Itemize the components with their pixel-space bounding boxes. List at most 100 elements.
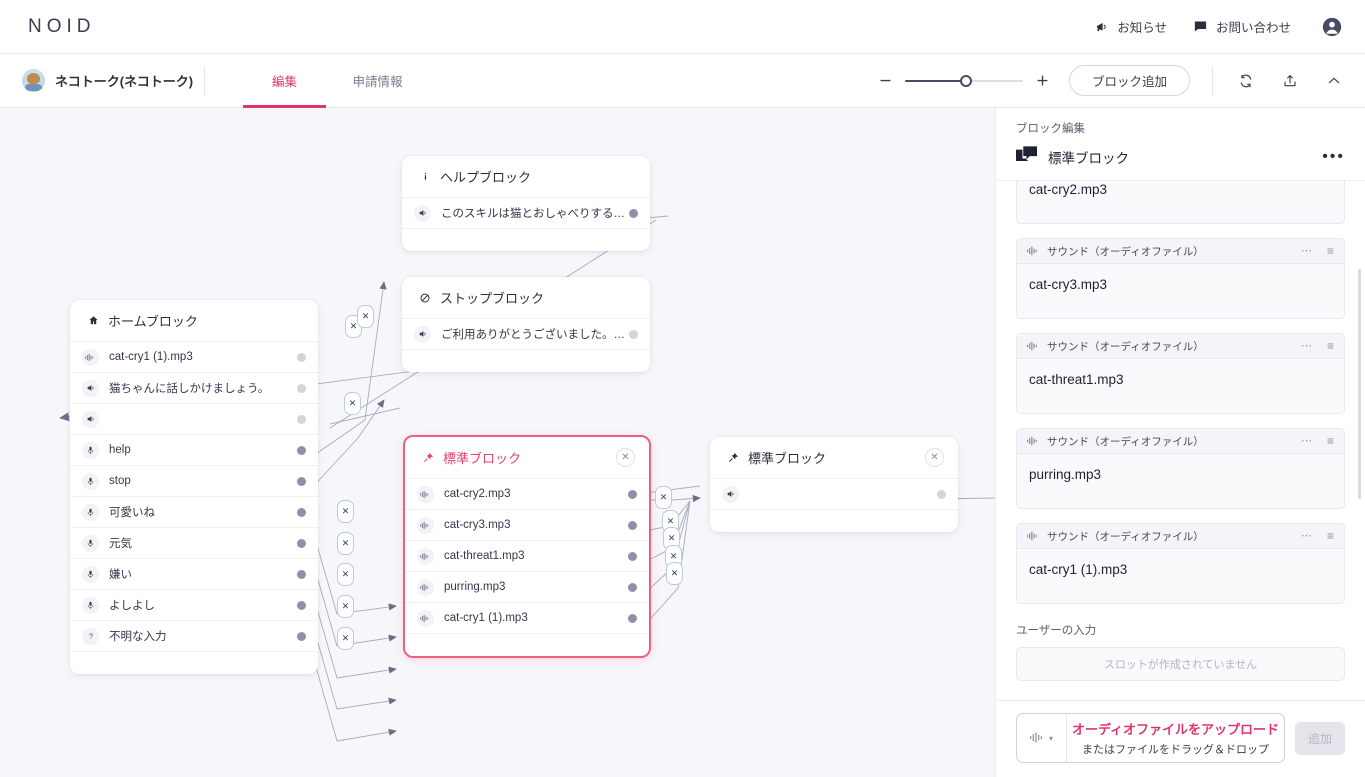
- edge-delete-button[interactable]: ✕: [655, 486, 672, 509]
- audio-dropzone[interactable]: ▾ オーディオファイルをアップロード またはファイルをドラッグ＆ドロップ: [1016, 713, 1285, 763]
- edge-delete-button[interactable]: ✕: [337, 595, 354, 618]
- collapse-chevron-up-icon[interactable]: [1323, 70, 1345, 92]
- node-row[interactable]: cat-cry3.mp3: [405, 510, 649, 541]
- node-row[interactable]: cat-threat1.mp3: [405, 541, 649, 572]
- property-card[interactable]: サウンド（オーディオファイル）⋯≡cat-cry1 (1).mp3: [1016, 523, 1345, 604]
- flow-node-stop[interactable]: ストップブロックご利用ありがとうございました。ま…: [402, 277, 650, 372]
- node-row-port[interactable]: [628, 613, 637, 623]
- node-row[interactable]: cat-cry2.mp3: [405, 479, 649, 510]
- node-row-port[interactable]: [297, 476, 306, 486]
- zoom-slider[interactable]: [904, 72, 1023, 89]
- node-row[interactable]: stop: [70, 466, 318, 497]
- property-value[interactable]: cat-threat1.mp3: [1017, 359, 1344, 413]
- edge-delete-button[interactable]: ✕: [357, 305, 374, 328]
- zoom-slider-knob[interactable]: [959, 74, 972, 87]
- node-header[interactable]: 標準ブロック✕: [710, 437, 958, 479]
- node-row[interactable]: 嫌い: [70, 559, 318, 590]
- node-row[interactable]: ご利用ありがとうございました。ま…: [402, 319, 650, 350]
- zoom-in-button[interactable]: [1034, 72, 1051, 89]
- node-row[interactable]: 元気: [70, 528, 318, 559]
- node-row-port[interactable]: [297, 352, 306, 362]
- export-icon[interactable]: [1279, 70, 1301, 92]
- panel-more-button[interactable]: •••: [1322, 148, 1345, 165]
- node-header[interactable]: ホームブロック: [70, 300, 318, 342]
- account-circle-icon[interactable]: [1321, 16, 1343, 38]
- node-close-icon[interactable]: ✕: [616, 448, 635, 467]
- flow-node-std-right[interactable]: 標準ブロック✕: [710, 437, 958, 532]
- node-row-port[interactable]: [297, 507, 306, 517]
- refresh-icon[interactable]: [1235, 70, 1257, 92]
- panel-body[interactable]: サウンド（オーディオファイル）⋯≡cat-cry2.mp3サウンド（オーディオフ…: [996, 181, 1365, 700]
- node-row[interactable]: cat-cry1 (1).mp3: [70, 342, 318, 373]
- property-value[interactable]: cat-cry1 (1).mp3: [1017, 549, 1344, 603]
- panel-scrollbar[interactable]: [1358, 269, 1361, 499]
- zoom-out-button[interactable]: [877, 72, 894, 89]
- contact-link[interactable]: お問い合わせ: [1193, 17, 1291, 36]
- node-row[interactable]: [710, 479, 958, 510]
- add-block-button[interactable]: ブロック追加: [1068, 65, 1190, 96]
- node-row-port[interactable]: [297, 569, 306, 579]
- dropzone-type-selector[interactable]: ▾: [1017, 714, 1067, 762]
- edge-delete-button[interactable]: ✕: [337, 627, 354, 650]
- property-value[interactable]: cat-cry2.mp3: [1017, 181, 1344, 223]
- node-header[interactable]: ヘルプブロック: [402, 156, 650, 198]
- node-row[interactable]: purring.mp3: [405, 572, 649, 603]
- property-drag-handle-icon[interactable]: ≡: [1326, 244, 1334, 258]
- node-row-port[interactable]: [628, 551, 637, 561]
- node-header[interactable]: ストップブロック: [402, 277, 650, 319]
- property-card[interactable]: サウンド（オーディオファイル）⋯≡cat-cry3.mp3: [1016, 238, 1345, 319]
- edge-delete-button[interactable]: ✕: [666, 562, 683, 585]
- edge-delete-button[interactable]: ✕: [344, 392, 361, 415]
- node-row-label: 可愛いね: [109, 507, 155, 519]
- property-drag-handle-icon[interactable]: ≡: [1326, 529, 1334, 543]
- flow-node-help[interactable]: ヘルプブロックこのスキルは猫とおしゃべりするこ…: [402, 156, 650, 251]
- property-value[interactable]: purring.mp3: [1017, 454, 1344, 508]
- tab-submission-info[interactable]: 申請情報: [352, 75, 403, 89]
- node-row[interactable]: cat-cry1 (1).mp3: [405, 603, 649, 634]
- node-row-port[interactable]: [297, 383, 306, 393]
- node-close-icon[interactable]: ✕: [925, 448, 944, 467]
- edge-delete-button[interactable]: ✕: [337, 532, 354, 555]
- property-more-icon[interactable]: ⋯: [1300, 245, 1313, 257]
- node-row-port[interactable]: [629, 208, 638, 218]
- property-more-icon[interactable]: ⋯: [1300, 530, 1313, 542]
- property-drag-handle-icon[interactable]: ≡: [1326, 434, 1334, 448]
- property-value[interactable]: cat-cry3.mp3: [1017, 264, 1344, 318]
- node-row[interactable]: よしよし: [70, 590, 318, 621]
- property-card[interactable]: サウンド（オーディオファイル）⋯≡cat-threat1.mp3: [1016, 333, 1345, 414]
- property-more-icon[interactable]: ⋯: [1300, 340, 1313, 352]
- node-row-port[interactable]: [628, 582, 637, 592]
- node-row[interactable]: 猫ちゃんに話しかけましょう。: [70, 373, 318, 404]
- node-row-port[interactable]: [937, 489, 946, 499]
- node-row[interactable]: 可愛いね: [70, 497, 318, 528]
- property-card[interactable]: サウンド（オーディオファイル）⋯≡purring.mp3: [1016, 428, 1345, 509]
- node-row[interactable]: help: [70, 435, 318, 466]
- edge-delete-button[interactable]: ✕: [337, 563, 354, 586]
- edge-delete-button[interactable]: ✕: [337, 500, 354, 523]
- node-row-port[interactable]: [628, 489, 637, 499]
- node-row-port[interactable]: [297, 414, 306, 424]
- node-header[interactable]: 標準ブロック✕: [405, 437, 649, 479]
- add-audio-button[interactable]: 追加: [1295, 721, 1345, 755]
- dropzone-subtitle: またはファイルをドラッグ＆ドロップ: [1082, 744, 1269, 756]
- node-row-port[interactable]: [629, 329, 638, 339]
- property-drag-handle-icon[interactable]: ≡: [1326, 339, 1334, 353]
- node-row[interactable]: [70, 404, 318, 435]
- node-row-port[interactable]: [628, 520, 637, 530]
- notices-link[interactable]: お知らせ: [1095, 17, 1167, 36]
- brand-logo[interactable]: NOID: [28, 15, 96, 37]
- node-row-port[interactable]: [297, 538, 306, 548]
- node-row[interactable]: このスキルは猫とおしゃべりするこ…: [402, 198, 650, 229]
- node-row-port[interactable]: [297, 631, 306, 641]
- property-card[interactable]: サウンド（オーディオファイル）⋯≡cat-cry2.mp3: [1016, 181, 1345, 224]
- skill-identity[interactable]: ネコトーク(ネコトーク): [22, 69, 204, 92]
- node-row-port[interactable]: [297, 445, 306, 455]
- node-row[interactable]: ?不明な入力: [70, 621, 318, 652]
- node-row-port[interactable]: [297, 600, 306, 610]
- tab-edit[interactable]: 編集: [243, 54, 326, 108]
- node-row-label: よしよし: [109, 600, 155, 612]
- property-more-icon[interactable]: ⋯: [1300, 435, 1313, 447]
